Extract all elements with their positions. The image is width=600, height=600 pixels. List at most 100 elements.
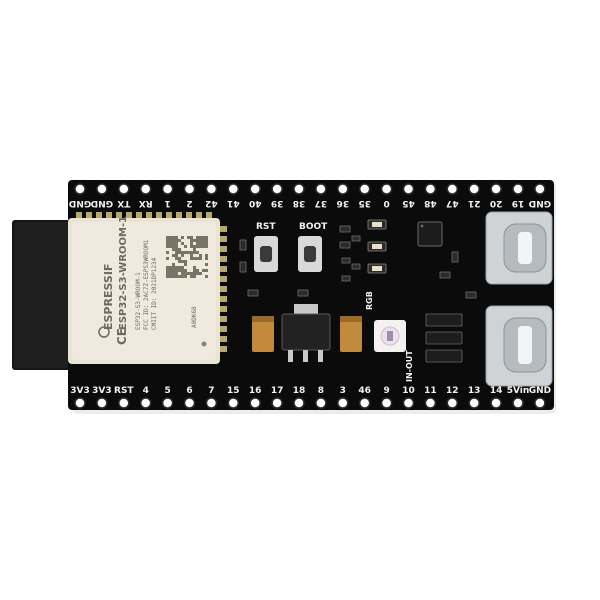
qr-module: [175, 236, 178, 239]
module-pad: [218, 286, 227, 292]
bottom-pin-hole: [227, 397, 240, 409]
module-pad: [196, 212, 202, 220]
usb-c-port-bottom[interactable]: [485, 305, 553, 387]
bottom-pin-hole: [118, 397, 130, 409]
bottom-pin-label: 9: [383, 386, 389, 396]
qr-module: [190, 272, 193, 275]
top-pin-hole: [380, 183, 393, 195]
bottom-pin-hole: [358, 397, 371, 409]
qr-module: [166, 242, 169, 245]
module-model: ESP32-S3-WROOM-1: [118, 216, 129, 330]
qr-module: [181, 275, 184, 278]
top-pin-label: 39: [271, 198, 284, 208]
qr-module: [184, 260, 187, 263]
bottom-pin-label: 13: [468, 386, 481, 396]
top-pin-label: 42: [205, 198, 218, 208]
module-line3: CMIIT ID: 2021DP1234: [151, 257, 158, 330]
module-pad: [136, 212, 142, 220]
top-pin-label: 37: [315, 198, 328, 208]
top-pin-hole: [315, 183, 327, 195]
bottom-pin-label: 7: [208, 386, 214, 396]
espressif-logo-icon: [98, 326, 110, 338]
module-pad: [218, 336, 227, 342]
top-pin-hole: [161, 183, 174, 195]
bottom-pin-label: 3V3: [92, 386, 112, 396]
qr-module: [181, 266, 184, 269]
qr-module: [205, 257, 208, 260]
qr-module: [181, 272, 184, 275]
bottom-pin-label: 3V3: [70, 386, 90, 396]
qr-module: [190, 242, 193, 245]
top-pin-label: 21: [468, 198, 481, 208]
module-label-group: ESPRESSIF ESP32-S3-WROOM-1 ESP32-S3-WROO…: [102, 216, 158, 330]
bottom-pin-hole: [161, 397, 174, 409]
qr-module: [166, 239, 169, 242]
qr-module: [196, 251, 199, 254]
bottom-pin-label: GND: [529, 386, 551, 396]
top-pin-label: 41: [227, 198, 240, 208]
bottom-pin-label: RST: [114, 386, 134, 396]
bottom-pin-hole: [249, 397, 261, 409]
bottom-pin-label: 46: [358, 386, 371, 396]
qr-module: [172, 242, 175, 245]
bottom-pin-hole: [293, 397, 305, 409]
top-pin-hole: [118, 183, 130, 195]
bottom-pin-hole: [315, 397, 327, 409]
usb-c-port-top[interactable]: [485, 211, 553, 285]
module-pad: [218, 266, 227, 272]
top-pin-hole: [512, 183, 524, 195]
qr-module: [175, 242, 178, 245]
qr-module: [199, 254, 202, 257]
top-pin-hole: [205, 183, 218, 195]
qr-module: [172, 275, 175, 278]
bottom-pin-hole: [96, 397, 108, 409]
qr-module: [193, 257, 196, 260]
boot-button-cap: [304, 246, 316, 262]
module-pad: [218, 226, 227, 232]
qr-module: [169, 242, 172, 245]
qr-module: [175, 245, 178, 248]
top-pin-hole: [468, 183, 480, 195]
bottom-pin-hole: [446, 397, 459, 409]
bottom-pin-holes: [74, 397, 546, 409]
qr-module: [172, 272, 175, 275]
qr-module: [178, 275, 181, 278]
qr-module: [172, 266, 175, 269]
top-pin-label: 20: [490, 198, 503, 208]
bottom-pin-label: 10: [402, 386, 415, 396]
qr-module: [172, 245, 175, 248]
module-line2: FCC ID: 2AC7Z-ESPS3WROOM1: [143, 239, 150, 330]
voltage-regulator: [281, 304, 331, 362]
bottom-pin-hole: [205, 397, 218, 409]
module-pad: [106, 212, 112, 220]
module-pad: [218, 276, 227, 282]
qr-module: [166, 245, 169, 248]
module-pad: [218, 306, 227, 312]
module-pad: [218, 346, 227, 352]
top-pin-label: 38: [293, 198, 306, 208]
top-pin-label: GND: [91, 198, 113, 208]
qr-module: [169, 275, 172, 278]
bottom-pin-label: 6: [186, 386, 192, 396]
top-pin-hole: [271, 183, 283, 195]
reset-button-cap: [260, 246, 272, 262]
qr-module: [193, 251, 196, 254]
qr-module: [181, 269, 184, 272]
module-pad: [218, 296, 227, 302]
qr-module: [175, 257, 178, 260]
top-pin-hole: [293, 183, 305, 195]
qr-module: [178, 239, 181, 242]
qr-module: [193, 245, 196, 248]
qr-module: [190, 257, 193, 260]
status-leds: [367, 219, 387, 274]
top-pin-label: RX: [139, 198, 153, 208]
qr-module: [184, 251, 187, 254]
qr-module: [190, 239, 193, 242]
top-pin-hole: [358, 183, 371, 195]
qr-module: [172, 263, 175, 266]
qr-module: [178, 248, 181, 251]
top-pin-label: 2: [186, 198, 192, 208]
module-pad: [146, 212, 152, 220]
qr-module: [193, 275, 196, 278]
